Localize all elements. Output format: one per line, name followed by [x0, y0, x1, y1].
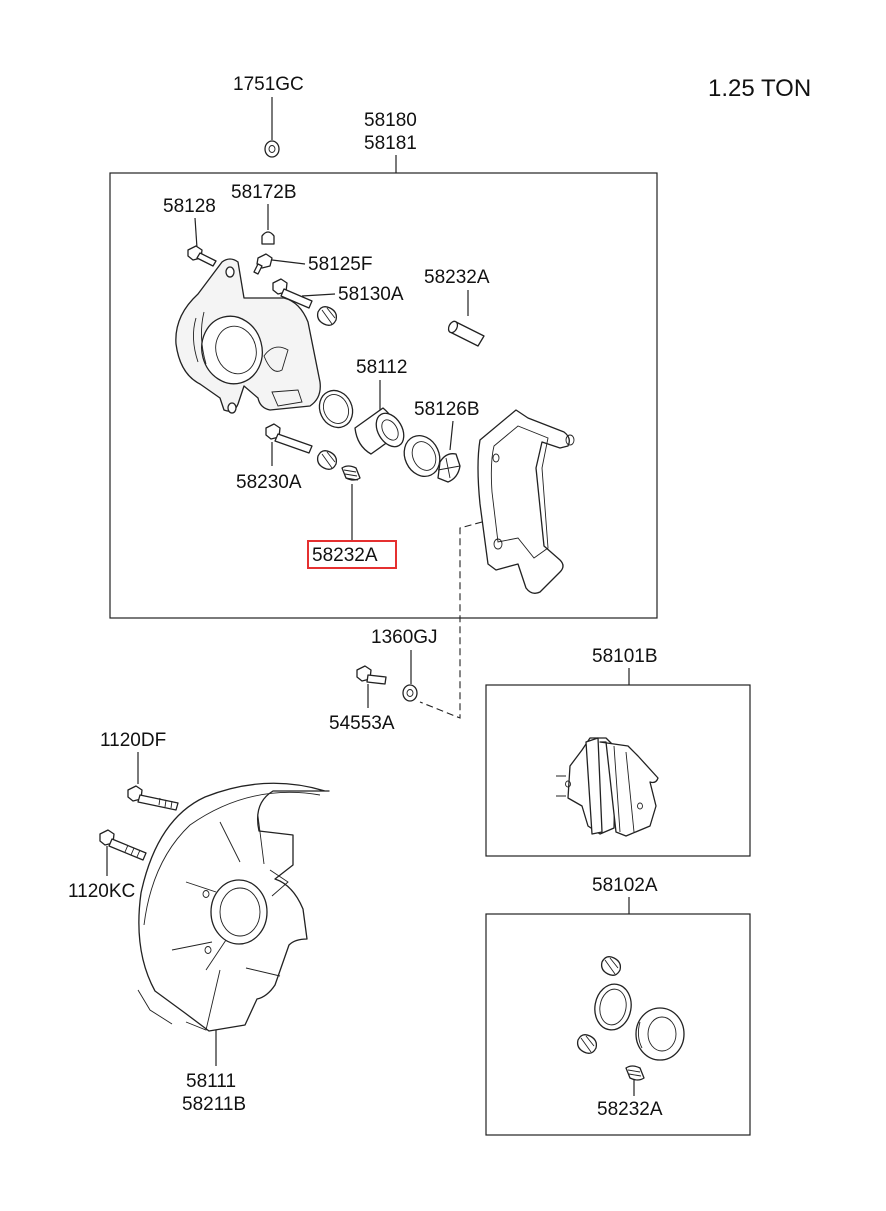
- part-label-58112[interactable]: 58112: [356, 357, 407, 378]
- pad-kit-box: [485, 684, 751, 857]
- part-label-58130a[interactable]: 58130A: [338, 284, 404, 305]
- part-label-58230a[interactable]: 58230A: [236, 472, 302, 493]
- part-label-1751gc[interactable]: 1751GC: [233, 74, 304, 95]
- piston-seal: [318, 389, 354, 429]
- dashed-leader: [419, 521, 483, 719]
- part-label-58232a-top[interactable]: 58232A: [424, 267, 490, 288]
- piston-boot: [403, 435, 441, 477]
- sleeve-58232a-top: [447, 320, 485, 347]
- bolt-1120kc: [99, 829, 147, 861]
- part-label-58232a-selected[interactable]: 58232A: [312, 545, 378, 566]
- bolt-54553a: [356, 665, 387, 685]
- piston-58112: [354, 407, 405, 455]
- part-label-58180[interactable]: 58180: [364, 110, 417, 131]
- part-label-58101b[interactable]: 58101B: [592, 646, 658, 667]
- selected-part-highlight[interactable]: [307, 540, 397, 569]
- washer-1360gj: [402, 684, 418, 702]
- part-label-58232a-kit[interactable]: 58232A: [597, 1099, 663, 1120]
- part-label-58125f[interactable]: 58125F: [308, 254, 372, 275]
- part-label-58211b[interactable]: 58211B: [182, 1094, 246, 1115]
- part-label-58172b[interactable]: 58172B: [231, 182, 297, 203]
- caliper-assembly-box: [109, 172, 658, 619]
- washer-1751gc: [264, 140, 280, 158]
- seal-kit-58102a: [576, 956, 685, 1081]
- part-label-58111[interactable]: 58111: [186, 1071, 236, 1092]
- dust-shield-58111: [137, 782, 330, 1032]
- guide-pin-58130a: [272, 278, 313, 309]
- part-label-1120kc[interactable]: 1120KC: [68, 881, 135, 902]
- spec-label: 1.25 TON: [708, 75, 811, 102]
- guide-pin-58230a: [265, 423, 313, 454]
- part-label-58181[interactable]: 58181: [364, 133, 417, 154]
- bolt-1120df: [127, 785, 179, 811]
- part-label-54553a[interactable]: 54553A: [329, 713, 395, 734]
- seal-kit-box: [485, 913, 751, 1136]
- sleeve-58232a-selected: [341, 465, 361, 481]
- bleeder-cap-58172b: [261, 231, 275, 245]
- part-label-58102a[interactable]: 58102A: [592, 875, 658, 896]
- boot-upper: [316, 306, 338, 326]
- clip-58126b: [437, 453, 461, 483]
- caliper-housing: [175, 258, 321, 414]
- part-label-1360gj[interactable]: 1360GJ: [371, 627, 438, 648]
- part-label-58126b[interactable]: 58126B: [414, 399, 480, 420]
- brake-pads-58101b: [556, 737, 659, 837]
- bleeder-screw-58125f: [253, 253, 273, 275]
- caliper-bracket: [477, 409, 575, 594]
- boot-lower: [316, 450, 338, 470]
- bolt-58128: [187, 245, 217, 267]
- part-label-58128[interactable]: 58128: [163, 196, 216, 217]
- part-label-1120df[interactable]: 1120DF: [100, 730, 166, 751]
